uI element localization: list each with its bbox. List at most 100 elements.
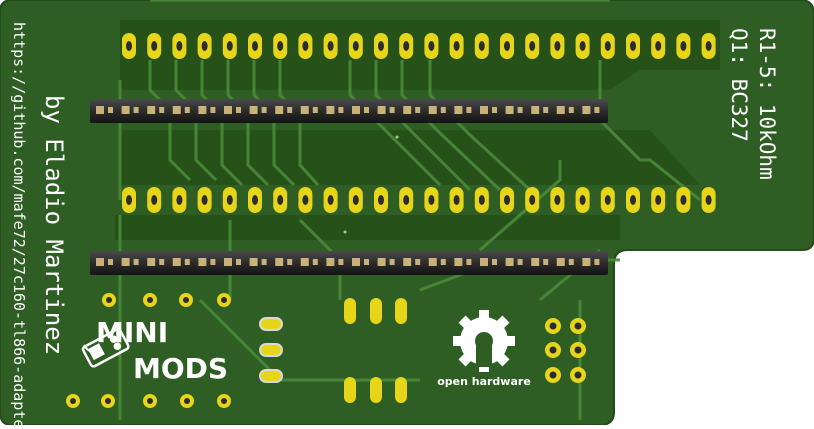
bottom-pad [197, 187, 212, 213]
header-pin [454, 106, 472, 114]
top-pad [374, 33, 388, 59]
header-pin [147, 106, 165, 114]
author-text: by Eladio Martinez [40, 95, 68, 355]
header-pin [96, 106, 113, 114]
top-pad [474, 33, 489, 59]
mid-pads-top [344, 298, 407, 324]
resistor-pads-left [102, 293, 231, 307]
gamepad-icon [81, 328, 130, 368]
header-pin [172, 258, 190, 266]
pin-header-bottom [90, 251, 608, 275]
top-pad [500, 33, 514, 59]
header-pin [377, 106, 395, 114]
top-pad [600, 33, 615, 59]
header-pin [121, 106, 139, 114]
header-pin [377, 258, 395, 266]
top-pad [424, 33, 439, 59]
top-pad [348, 33, 363, 59]
bottom-pad [550, 187, 565, 213]
pin-header-top [90, 99, 608, 123]
resistor-note: R1-5: 10kOhm [755, 28, 779, 180]
header-pin [480, 106, 497, 114]
bottom-pad [676, 187, 691, 213]
header-body [90, 251, 608, 275]
header-pin [403, 106, 421, 114]
header-pin [531, 258, 549, 266]
header-pin [198, 258, 216, 266]
header-pin [428, 258, 446, 266]
bottom-pad [172, 187, 187, 213]
top-pad [147, 33, 162, 59]
top-pad [298, 33, 313, 59]
top-pad [525, 33, 540, 59]
header-pin [352, 258, 369, 266]
header-pin [505, 106, 523, 114]
jumper-pad [570, 367, 586, 383]
bottom-pad [399, 187, 414, 213]
header-pin [147, 258, 165, 266]
header-pin [403, 258, 421, 266]
bottom-pad [323, 187, 338, 213]
header-pin [556, 106, 574, 114]
gear-icon [453, 310, 515, 372]
top-pad [701, 33, 716, 59]
jumper-pad [545, 318, 561, 334]
jumper-pad [570, 318, 586, 334]
top-pad [323, 33, 338, 59]
mid-pads-bottom [344, 377, 407, 403]
header-pin [582, 106, 600, 114]
header-pin [275, 258, 293, 266]
top-pad [676, 33, 691, 59]
header-pin [96, 258, 113, 266]
header-body [90, 99, 608, 123]
header-pin [249, 106, 267, 114]
bottom-pad [525, 187, 540, 213]
header-pin [121, 258, 139, 266]
header-pin [224, 258, 241, 266]
top-pad [651, 33, 666, 59]
url-text: https://github.com/mafe72/27c160-tl866-a… [10, 22, 28, 425]
top-pad [399, 33, 414, 59]
header-pin [326, 106, 344, 114]
round-pad [66, 394, 80, 408]
header-pin [249, 258, 267, 266]
bottom-pad [449, 187, 464, 213]
bottom-pad [424, 187, 439, 213]
jumper-pads-grid [545, 318, 586, 383]
header-pin [480, 258, 497, 266]
header-pin [326, 258, 344, 266]
top-pad [222, 33, 237, 59]
header-pin [454, 258, 472, 266]
top-pad-row [122, 33, 716, 59]
header-pin [556, 258, 574, 266]
top-pad [273, 33, 288, 59]
header-pin [300, 258, 318, 266]
oshw-label: open hardware [437, 375, 531, 388]
round-pad [180, 394, 194, 408]
header-pin [428, 106, 446, 114]
top-pad [248, 33, 262, 59]
header-pin [275, 106, 293, 114]
top-pad [197, 33, 212, 59]
bottom-pad [374, 187, 388, 213]
top-pad [550, 33, 565, 59]
top-pad [122, 33, 136, 59]
top-pad [575, 33, 590, 59]
bottom-pad [122, 187, 136, 213]
bottom-pad [222, 187, 237, 213]
top-pad [449, 33, 464, 59]
copper-zones [115, 20, 720, 240]
jumper-pad [545, 367, 561, 383]
top-pad [626, 33, 640, 59]
header-pin [198, 106, 216, 114]
bottom-pad [298, 187, 313, 213]
jumper-pad [545, 342, 561, 358]
top-pad [172, 33, 187, 59]
bottom-pad [273, 187, 288, 213]
transistor-pads [259, 317, 283, 383]
logo-line2: MODS [133, 352, 228, 385]
bottom-pad [248, 187, 262, 213]
bottom-left-pads [66, 394, 231, 408]
logo-line1: MINI [96, 316, 168, 349]
